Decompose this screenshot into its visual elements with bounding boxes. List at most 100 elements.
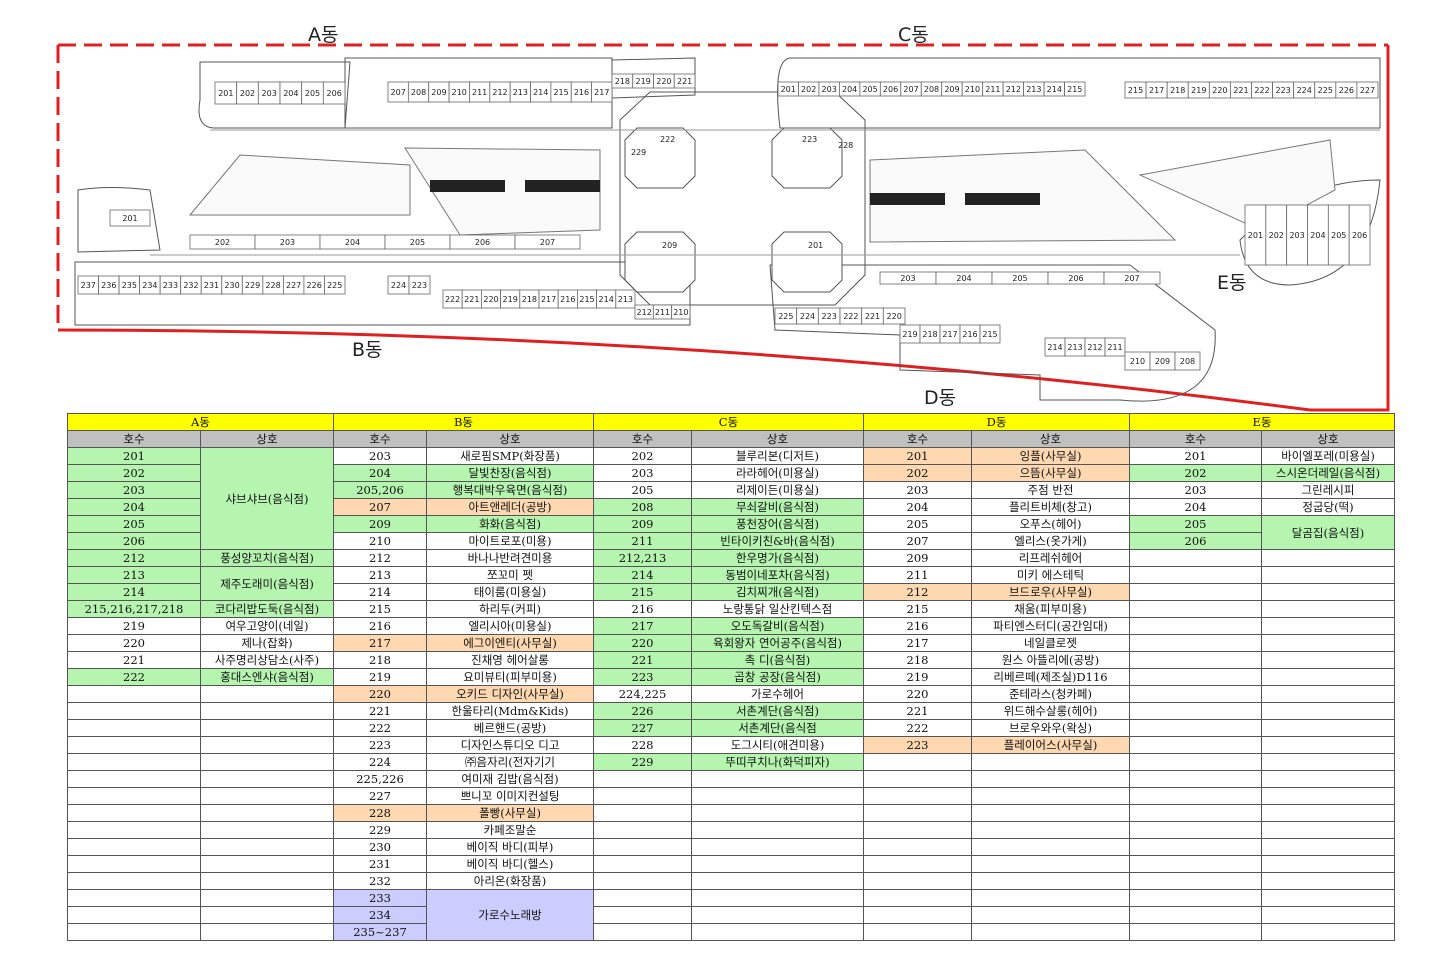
unit-cell — [1356, 81, 1379, 99]
ramp — [870, 193, 945, 205]
building-label-a: A동 — [308, 24, 339, 46]
unit-label: 225 — [327, 281, 342, 290]
building-label-b: B동 — [352, 339, 383, 361]
empty-cell — [864, 754, 972, 771]
empty-cell — [972, 822, 1130, 839]
empty-cell — [201, 924, 334, 941]
tenant-name-cell: 준테라스(청카페) — [972, 686, 1130, 703]
unit-number-cell: 205 — [594, 482, 692, 499]
unit-label: 214 — [599, 295, 614, 304]
parking-area — [188, 154, 411, 216]
unit-number-cell: 209 — [334, 516, 427, 533]
unit-label: 214 — [1047, 85, 1062, 94]
tenant-name-cell: 요미뷰티(피부미용) — [427, 669, 594, 686]
unit-label: 201 — [808, 241, 823, 250]
unit-label: 220 — [887, 312, 902, 321]
unit-number-cell: 228 — [334, 805, 427, 822]
unit-cell — [1103, 271, 1161, 285]
unit-label: 226 — [307, 281, 322, 290]
tenant-name-cell: 샤브샤브(음식점) — [201, 448, 334, 550]
empty-cell — [864, 924, 972, 941]
empty-cell — [692, 822, 864, 839]
unit-number-cell: 221 — [864, 703, 972, 720]
tenant-name-cell: 원스 아뜰리에(공방) — [972, 652, 1130, 669]
unit-label: 226 — [1339, 86, 1354, 95]
empty-cell — [68, 873, 201, 890]
unit-number-cell: 231 — [334, 856, 427, 873]
tenant-name-cell: 사주명리상담소(사주) — [201, 652, 334, 669]
column-header-unit: 호수 — [334, 431, 427, 448]
building-a-west-wing — [77, 187, 161, 253]
tenant-name-cell: 서촌계단(음식점 — [692, 720, 864, 737]
unit-cell — [882, 307, 906, 325]
unit-label: 213 — [618, 295, 633, 304]
atrium-unit — [771, 231, 843, 293]
tenant-name-cell: 달빛찬장(음식점) — [427, 465, 594, 482]
unit-label: 217 — [1149, 86, 1164, 95]
unit-label: 227 — [1360, 86, 1375, 95]
unit-label: 223 — [822, 312, 837, 321]
building-b — [74, 261, 691, 326]
unit-cell — [671, 304, 691, 320]
unit-number-cell: 207 — [864, 533, 972, 550]
column-header-name: 상호 — [427, 431, 594, 448]
unit-cell — [673, 73, 696, 89]
unit-number-cell: 220 — [864, 686, 972, 703]
empty-cell — [972, 890, 1130, 907]
unit-label: 210 — [673, 308, 688, 317]
empty-cell — [972, 873, 1130, 890]
unit-label: 204 — [345, 238, 360, 247]
unit-label: 203 — [1289, 231, 1304, 240]
tenant-name-cell: 김치찌개(음식점) — [692, 584, 864, 601]
unit-label: 231 — [204, 281, 219, 290]
tenant-name-cell: 화화(음식점) — [427, 516, 594, 533]
unit-number-cell: 210 — [334, 533, 427, 550]
tenant-name-cell: 브로우와우(왁싱) — [972, 720, 1130, 737]
empty-cell — [1130, 856, 1262, 873]
unit-label: 219 — [503, 295, 518, 304]
empty-cell — [1130, 839, 1262, 856]
empty-cell — [201, 754, 334, 771]
unit-label: 213 — [513, 88, 528, 97]
tenant-name-cell: 마이트로포(미용) — [427, 533, 594, 550]
unit-label: 202 — [1269, 231, 1284, 240]
tenant-name-cell: 리제이든(미용실) — [692, 482, 864, 499]
unit-cell — [1064, 81, 1086, 97]
empty-cell — [1262, 754, 1395, 771]
unit-cell — [979, 324, 1001, 344]
empty-cell — [201, 737, 334, 754]
tenant-name-cell: 라라헤어(미용실) — [692, 465, 864, 482]
unit-label: 222 — [843, 312, 858, 321]
tenant-name-cell: 오도독갈비(음식점) — [692, 618, 864, 635]
unit-number-cell: 219 — [334, 669, 427, 686]
unit-number-cell: 224 — [334, 754, 427, 771]
empty-cell — [1130, 924, 1262, 941]
unit-label: 202 — [801, 85, 816, 94]
unit-label: 205 — [410, 238, 425, 247]
unit-cell — [1104, 337, 1126, 357]
empty-cell — [1262, 686, 1395, 703]
tenant-name-cell: 아리온(화장품) — [427, 873, 594, 890]
empty-cell — [972, 754, 1130, 771]
unit-label: 214 — [533, 88, 548, 97]
unit-label: 204 — [1310, 231, 1325, 240]
building-header: E동 — [1130, 414, 1395, 431]
unit-number-cell: 228 — [594, 737, 692, 754]
empty-cell — [1130, 567, 1262, 584]
unit-label: 208 — [1180, 357, 1195, 366]
empty-cell — [1130, 635, 1262, 652]
unit-label: 235 — [122, 281, 137, 290]
empty-cell — [1130, 669, 1262, 686]
unit-label: 212 — [1087, 343, 1102, 352]
empty-cell — [201, 822, 334, 839]
unit-number-cell: 214 — [334, 584, 427, 601]
unit-label: 218 — [1170, 86, 1185, 95]
unit-number-cell: 222 — [334, 720, 427, 737]
tenant-name-cell: 곱창 공장(음식점) — [692, 669, 864, 686]
empty-cell — [692, 873, 864, 890]
unit-label: 208 — [411, 88, 426, 97]
unit-number-cell: 206 — [1130, 533, 1262, 550]
tenant-name-cell: 베르핸드(공방) — [427, 720, 594, 737]
unit-number-cell: 212 — [864, 584, 972, 601]
empty-cell — [201, 686, 334, 703]
